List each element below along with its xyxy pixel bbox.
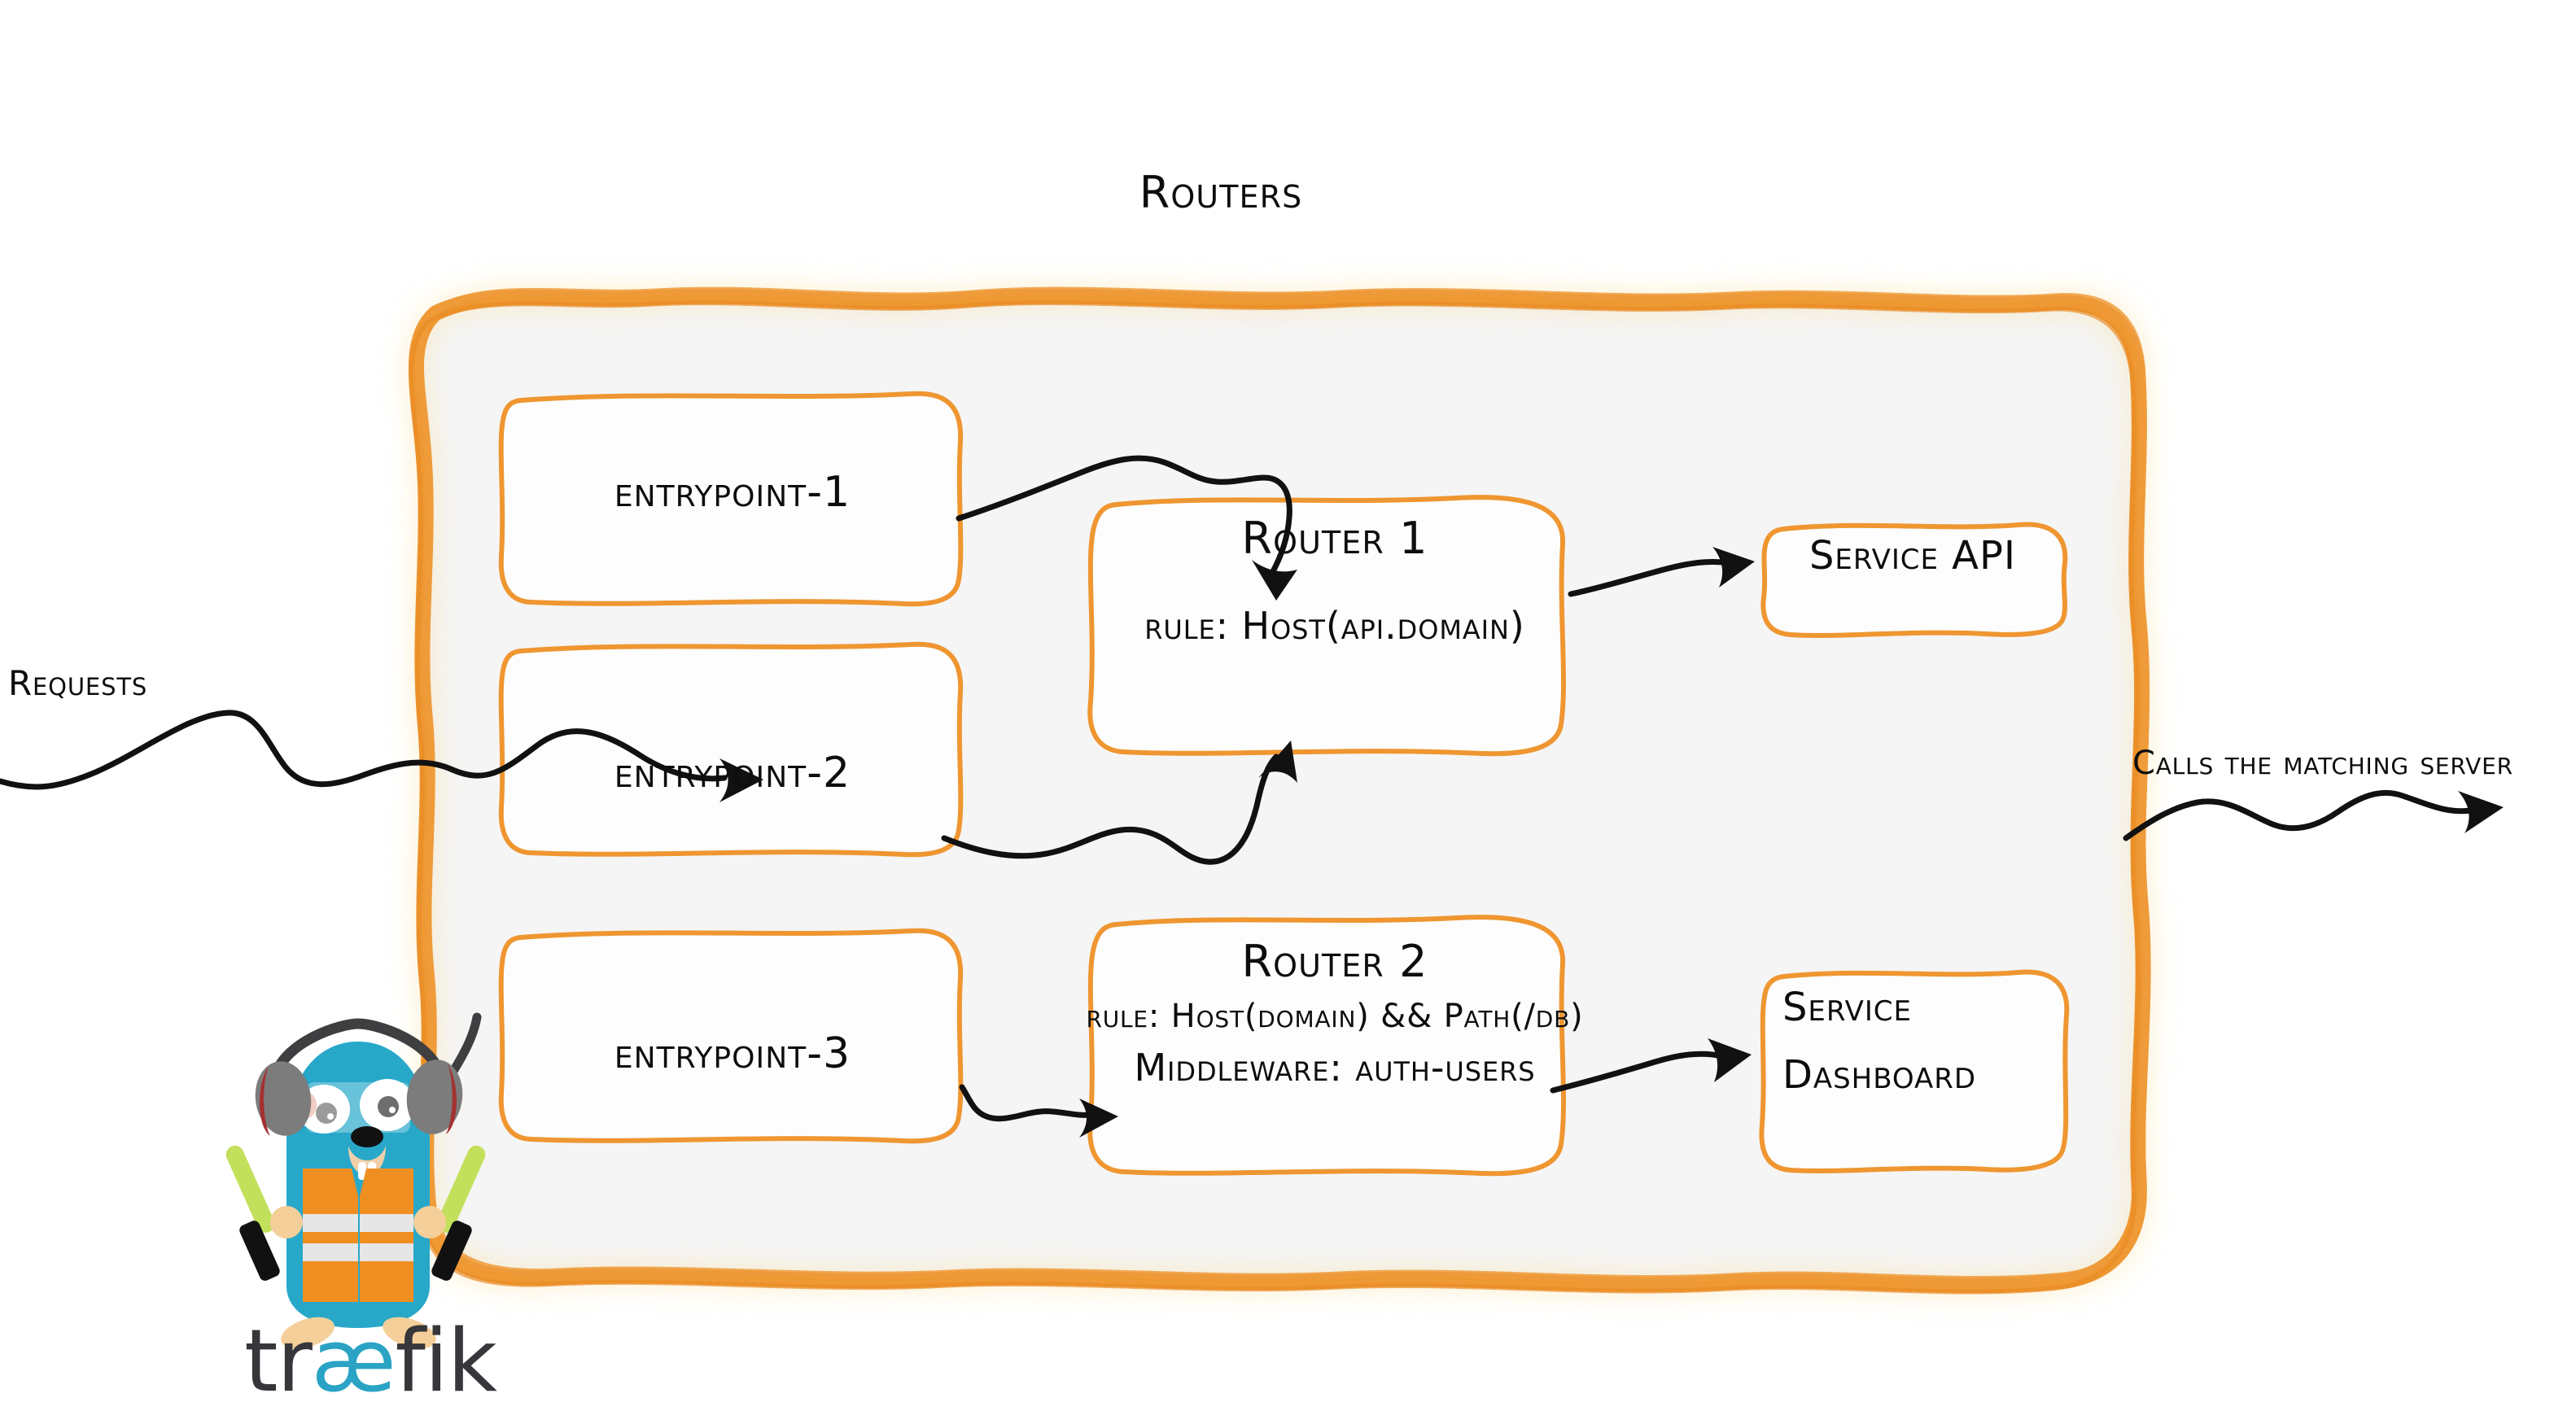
router-1-content: Router 1 rule: Host(api.domain) <box>1107 513 1563 648</box>
entrypoint-1-label: entrypoint-1 <box>614 468 851 517</box>
service-api-label: Service API <box>1809 533 2016 579</box>
entrypoint-1-box[interactable] <box>498 391 964 607</box>
entrypoint-2-box[interactable] <box>498 641 964 858</box>
entrypoint-2-label: entrypoint-2 <box>614 749 851 797</box>
requests-arrow <box>0 710 763 802</box>
router-2-middleware: Middleware: auth-users <box>1134 1045 1536 1090</box>
traefik-wordmark: træfik <box>244 1318 497 1404</box>
service-dashboard-label-line2: Dashboard <box>1782 1051 1976 1098</box>
entrypoint-3-box[interactable] <box>498 928 964 1144</box>
calls-arrow <box>2123 790 2504 841</box>
left-wand-icon <box>225 1145 280 1281</box>
arrow-entrypoint1-router1 <box>956 455 1297 601</box>
calls-matching-server-label: Calls the matching server <box>2132 745 2513 782</box>
service-dashboard-label-line1: Service <box>1782 985 1912 1030</box>
service-dashboard-box[interactable] <box>1759 969 2070 1173</box>
router-1-box[interactable] <box>1087 495 1567 757</box>
page-title: Routers <box>1139 167 1303 218</box>
arrow-router1-serviceapi <box>1568 547 1755 597</box>
service-dashboard-content: Service Dashboard <box>1782 985 2051 1098</box>
router-2-rule: rule: Host(domain) && Path(/db) <box>1086 997 1584 1035</box>
traefik-gopher-mascot <box>225 1012 486 1349</box>
entrypoint-3-label: entrypoint-3 <box>614 1029 851 1078</box>
router-2-box[interactable] <box>1087 915 1567 1177</box>
arrow-entrypoint2-router1 <box>941 740 1297 865</box>
arrow-router2-servicedashboard <box>1550 1038 1752 1094</box>
arrow-entrypoint3-router2 <box>959 1084 1118 1138</box>
requests-label: Requests <box>8 663 148 703</box>
router-2-title: Router 2 <box>1241 936 1428 987</box>
right-wand-icon <box>431 1145 486 1281</box>
wordmark-post: fik <box>395 1311 497 1411</box>
router-1-title: Router 1 <box>1241 513 1428 564</box>
service-api-content: Service API <box>1774 533 2051 579</box>
router-2-content: Router 2 rule: Host(domain) && Path(/db)… <box>1086 936 1582 1090</box>
wordmark-ae-ligature: æ <box>311 1311 396 1411</box>
service-api-box[interactable] <box>1760 522 2068 638</box>
wordmark-pre: tr <box>244 1311 313 1411</box>
router-1-rule: rule: Host(api.domain) <box>1144 603 1525 648</box>
